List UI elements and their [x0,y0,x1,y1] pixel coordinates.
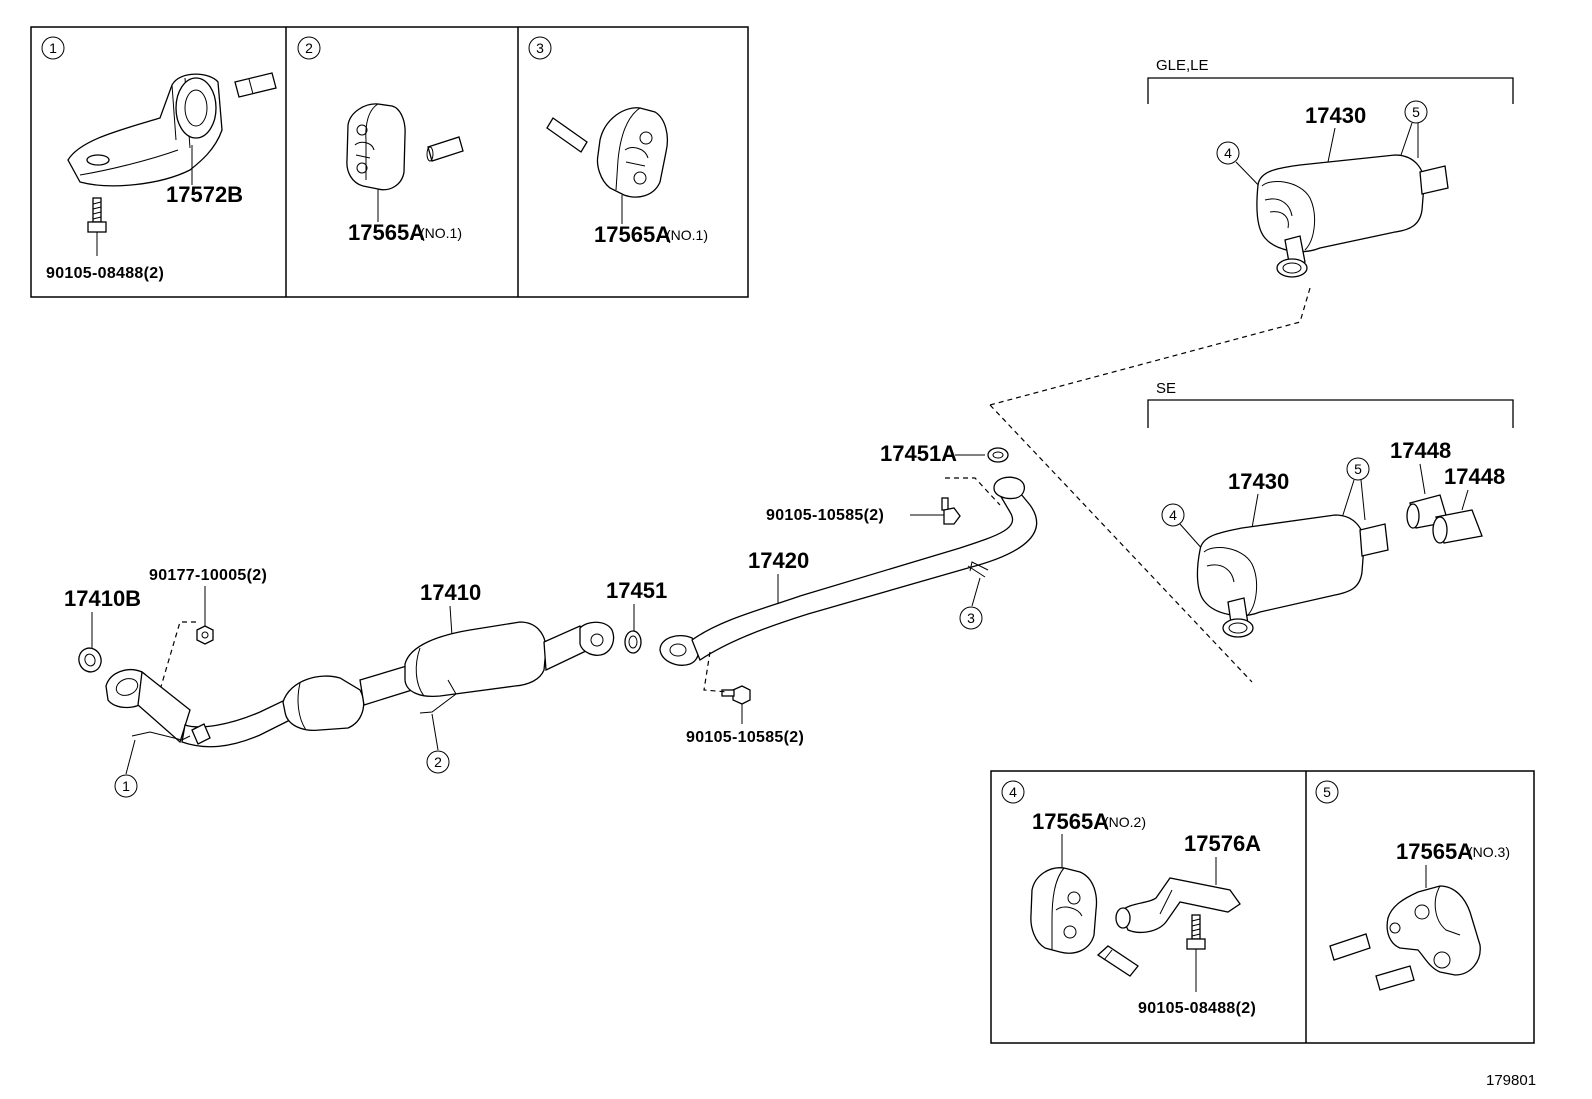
bolt-drawing [87,197,107,256]
box1-number-callout: 1 [41,36,65,60]
part-17565A-no3-note: (NO.3) [1468,844,1510,860]
callout-1-main: 1 [114,739,138,798]
part-90105-08488-box4-label: 90105-08488(2) [1138,1000,1256,1017]
inset-frame-bottom [990,770,1535,1044]
inset-box-5: 5 17565A (NO.3) [1315,780,1510,991]
bolt-box4-drawing [1186,914,1206,992]
gasket-17451A-drawing [987,447,1009,463]
rubber-hanger-no3-drawing [1329,885,1481,991]
variant-gle-le-label: GLE,LE [1156,57,1209,74]
nut-90177-10005-label: 90177-10005(2) [149,567,267,584]
rubber-hanger-no1-angled-drawing [546,107,669,198]
exhaust-tip-17448-2 [1432,509,1483,544]
part-17565A-no3-label: 17565A [1396,839,1473,864]
part-17565A-no2-label: 17565A [1032,809,1109,834]
variant-connection-dashes [989,321,1301,683]
muffler-17430-label: 17430 [1305,103,1366,128]
box5-number-callout: 5 [1315,780,1339,804]
callout-5-se: 5 [1341,457,1370,521]
part-17565A-label: 17565A [594,222,671,247]
part-17565A-label: 17565A [348,220,425,245]
part-17565A-note: (NO.1) [666,227,708,243]
tip-17448-label-2: 17448 [1444,464,1505,489]
muffler-se-drawing [1196,514,1389,638]
muffler-gle-drawing [1256,154,1449,278]
gasket-17410B-label: 17410B [64,586,141,611]
variant-se-label: SE [1156,380,1176,397]
converter-pipe-17410-drawing [105,621,615,748]
box2-number-callout: 2 [297,36,321,60]
svg-text:1: 1 [49,40,57,56]
diagram-id: 179801 [1486,1072,1536,1089]
inset-frame-top [30,26,749,298]
bolt-lower-drawing [721,685,751,705]
bolt-90105-10585-upper-label: 90105-10585(2) [766,507,884,524]
gasket-17451A-label: 17451A [880,441,957,466]
bolt-upper-drawing [941,497,961,525]
svg-text:5: 5 [1412,104,1420,120]
gasket-17451-label: 17451 [606,578,667,603]
main-exhaust-assembly: 17410B 90177-10005(2) 17410 [64,441,1038,798]
gasket-17451-drawing [624,630,642,654]
box3-number-callout: 3 [528,36,552,60]
svg-text:5: 5 [1354,461,1362,477]
muffler-17430-se-label: 17430 [1228,469,1289,494]
callout-5-gle: 5 [1399,100,1428,159]
svg-text:3: 3 [536,40,544,56]
gasket-17410B-drawing [78,647,102,673]
callout-2-main: 2 [426,713,450,774]
nut-drawing [196,625,214,645]
svg-text:2: 2 [305,40,313,56]
part-17572B-label: 17572B [166,182,243,207]
variant-gle-le: GLE,LE 17430 4 5 [1147,57,1514,323]
converter-pipe-17410-label: 17410 [420,580,481,605]
inset-boxes-bottom [990,770,1535,1044]
variant-se: SE 17430 17448 17448 4 5 [1147,380,1514,638]
svg-text:3: 3 [967,610,975,626]
bolt-90105-10585-lower-label: 90105-10585(2) [686,729,804,746]
svg-text:4: 4 [1169,507,1177,523]
tip-17448-label-1: 17448 [1390,438,1451,463]
part-17565A-note: (NO.1) [420,225,462,241]
part-90105-08488-label: 90105-08488(2) [46,265,164,282]
rubber-hanger-no2-drawing [1030,867,1139,977]
center-pipe-17420-label: 17420 [748,548,809,573]
svg-text:5: 5 [1323,784,1331,800]
part-17565A-no2-note: (NO.2) [1104,814,1146,830]
box4-number-callout: 4 [1001,780,1025,804]
callout-3-main: 3 [959,577,983,630]
svg-text:4: 4 [1009,784,1017,800]
inset-box-2: 2 17565A (NO.1) [297,36,464,245]
inset-box-1: 1 17572B 90105-08488(2) [41,36,277,282]
hanger-bracket-drawing [67,72,277,187]
bracket-17576A-drawing [1115,877,1241,933]
part-17576A-label: 17576A [1184,831,1261,856]
rubber-hanger-no1-drawing [346,103,464,191]
svg-text:1: 1 [122,778,130,794]
svg-text:4: 4 [1224,145,1232,161]
inset-box-4: 4 17565A (NO.2) 17576A 90105-08488(2) [1001,780,1261,1017]
inset-boxes-top [30,26,749,298]
svg-text:2: 2 [434,754,442,770]
inset-box-3: 3 17565A (NO.1) [528,36,708,247]
center-pipe-17420-drawing [659,476,1038,666]
